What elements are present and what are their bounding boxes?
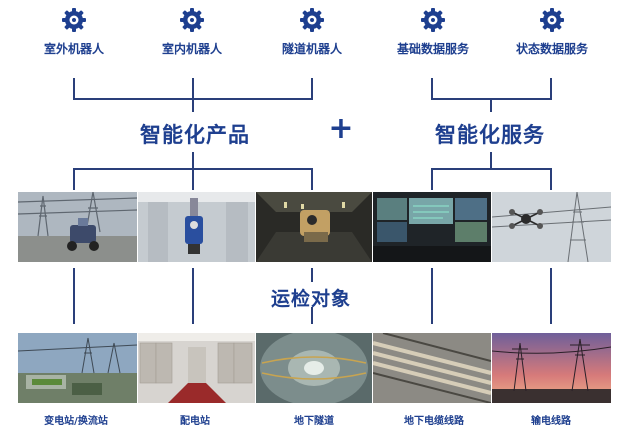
bottom-label-substation: 变电站/换流站 xyxy=(44,416,108,427)
top-label-indoor-robot: 室内机器人 xyxy=(161,42,223,56)
heading-smart-services: 智能化服务 xyxy=(435,123,545,147)
gear-icon xyxy=(540,8,564,32)
underground-tunnel-photo xyxy=(256,333,372,403)
underground-cable-photo xyxy=(373,333,491,403)
indoor-robot-photo xyxy=(138,192,255,262)
bottom-label-transmission-line: 输电线路 xyxy=(531,416,571,427)
tunnel-robot-photo xyxy=(256,192,372,262)
bottom-label-underground-tunnel: 地下隧道 xyxy=(294,416,334,427)
gear-icon xyxy=(300,8,324,32)
substation-photo xyxy=(18,333,137,403)
gear-icon xyxy=(421,8,445,32)
top-label-outdoor-robot: 室外机器人 xyxy=(43,42,105,56)
top-label-basic-data-service: 基础数据服务 xyxy=(396,42,470,56)
bottom-label-underground-cable: 地下电缆线路 xyxy=(404,416,464,427)
distribution-room-photo xyxy=(138,333,255,403)
plus-sign: + xyxy=(328,111,354,146)
top-label-tunnel-robot: 隧道机器人 xyxy=(281,42,343,56)
gear-icon xyxy=(180,8,204,32)
transmission-line-photo xyxy=(492,333,611,403)
outdoor-robot-photo xyxy=(18,192,137,262)
bottom-label-distribution: 配电站 xyxy=(180,416,210,427)
data-center-photo xyxy=(373,192,491,262)
gear-icon xyxy=(62,8,86,32)
inspection-objects-label: 运检对象 xyxy=(270,288,352,310)
heading-smart-products: 智能化产品 xyxy=(140,123,250,147)
drone-photo xyxy=(492,192,611,262)
top-label-status-data-service: 状态数据服务 xyxy=(515,42,589,56)
